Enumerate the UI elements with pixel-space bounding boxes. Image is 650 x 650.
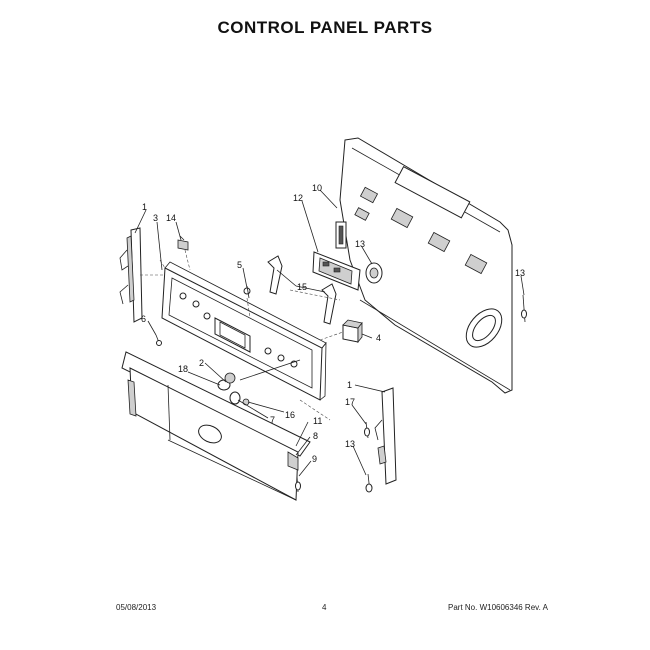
callout-3: 3 [153,213,158,223]
console-faceplate [161,261,327,401]
screw-13-lower [365,473,373,493]
screw-5 [243,285,251,299]
callout-18: 18 [178,364,188,374]
vent-slots [354,186,488,275]
assembly-guides [140,249,344,421]
callout-6: 6 [141,314,146,324]
footer-date: 05/08/2013 [116,603,157,612]
callout-11: 11 [313,416,322,426]
callout-13-knob: 13 [355,239,365,249]
rear-console-panel [339,137,513,394]
screw-13-right [521,294,527,323]
footer-part-number: Part No. W10606346 Rev. A [448,603,548,612]
callout-8: 8 [313,431,318,441]
part-4-block [342,319,363,344]
lower-support-panel [121,351,311,501]
callout-4: 4 [376,333,381,343]
knob-assembly [217,359,301,406]
screw-6 [155,334,162,346]
electronic-control-board [312,251,361,291]
bracket-10 [335,221,347,249]
screw-9 [295,475,301,493]
right-end-cap [374,387,397,485]
callout-15: 15 [297,282,307,292]
clip-14 [177,235,189,251]
callout-1-right: 1 [347,380,352,390]
callout-labels: 1 3 14 5 15 6 2 18 7 16 10 12 13 4 13 1 … [141,183,525,464]
control-knob [365,262,383,284]
callout-12: 12 [293,193,303,203]
left-end-cap [119,227,143,323]
callout-7: 7 [270,415,275,425]
leader-lines [134,189,525,477]
callout-2: 2 [199,358,204,368]
callout-9: 9 [312,454,317,464]
clip-pair-15 [267,255,337,325]
callout-16: 16 [285,410,295,420]
callout-1-left: 1 [142,202,147,212]
callout-13-lower: 13 [345,439,355,449]
callout-14: 14 [166,213,176,223]
footer-page-number: 4 [322,603,327,612]
callout-5: 5 [237,260,242,270]
screw-17 [364,421,370,439]
callout-13-right: 13 [515,268,525,278]
callout-10: 10 [312,183,322,193]
callout-17: 17 [345,397,355,407]
page-title: CONTROL PANEL PARTS [217,18,433,37]
